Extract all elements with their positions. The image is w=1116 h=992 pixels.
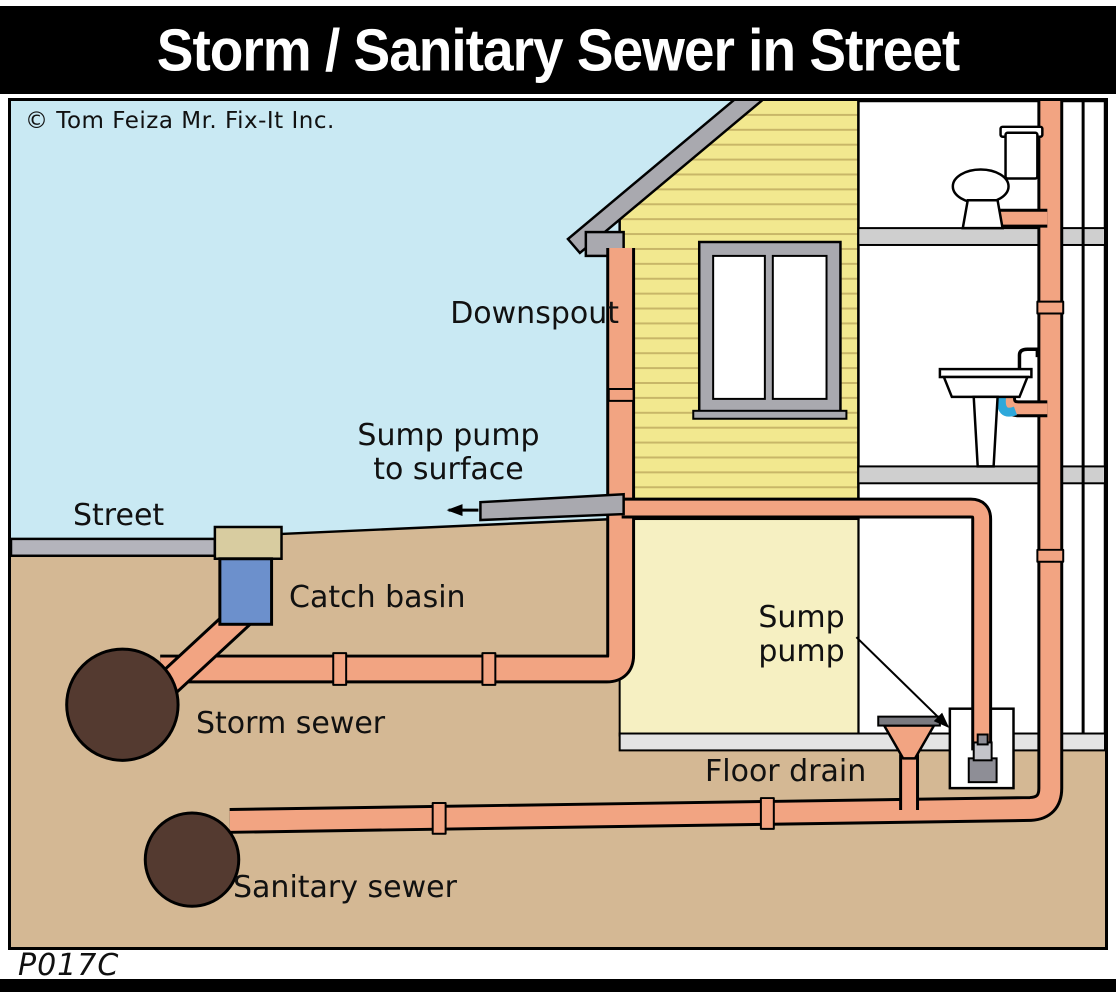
grade-line xyxy=(281,517,615,536)
catch-basin-box xyxy=(218,557,274,626)
sink-pedestal xyxy=(972,395,999,468)
curb-block xyxy=(213,525,283,560)
sump-pump-icon xyxy=(967,733,998,784)
sump-discharge-pipe xyxy=(621,497,993,751)
window xyxy=(692,240,848,420)
catch-basin-label: Catch basin xyxy=(289,580,466,615)
downspout-storm-pipe xyxy=(160,247,636,684)
sump-pump-line1: Sump xyxy=(758,600,845,635)
diagram-frame: © Tom Feiza Mr. Fix-It Inc. Downspout Su… xyxy=(8,98,1108,950)
foundation-wall xyxy=(618,518,860,737)
soil-stack-sanitary-pipe xyxy=(229,101,1064,834)
bottom-bar xyxy=(0,979,1116,992)
pipes xyxy=(152,101,1065,835)
catch-basin-pipe xyxy=(152,603,254,700)
title-bar: Storm / Sanitary Sewer in Street xyxy=(0,6,1116,94)
sanitary-sewer-label: Sanitary sewer xyxy=(233,870,457,905)
floor-drain-grate xyxy=(877,715,941,727)
street-label: Street xyxy=(73,498,165,533)
pipe-couplings xyxy=(332,300,1065,835)
sump-pump-label: Sump pump xyxy=(744,601,859,668)
copyright-notice: © Tom Feiza Mr. Fix-It Inc. xyxy=(25,108,335,134)
downspout-label: Downspout xyxy=(450,296,619,331)
sump-to-surface-label: Sump pump to surface xyxy=(341,419,556,486)
figure-title: Storm / Sanitary Sewer in Street xyxy=(156,16,960,84)
toilet-icon xyxy=(951,125,1044,230)
window-sill xyxy=(692,409,848,420)
storm-sewer-main xyxy=(65,647,180,762)
roof-fascia xyxy=(566,101,764,255)
sump-pump-leader-line xyxy=(855,636,950,728)
sump-to-surface-line1: Sump pump xyxy=(357,418,540,453)
trap-water xyxy=(996,396,1018,417)
figure-code: P017C xyxy=(18,948,120,983)
basement-slab xyxy=(618,732,1105,752)
second-floor-slab xyxy=(857,465,1105,485)
faucet xyxy=(1017,347,1040,370)
surface-outlet-pipe xyxy=(479,492,625,522)
sump-pump-line2: pump xyxy=(758,633,845,669)
sink-icon xyxy=(938,347,1040,468)
sanitary-sewer-main xyxy=(143,811,241,908)
floor-drain-icon xyxy=(877,715,941,760)
street-pavement xyxy=(11,537,217,558)
house xyxy=(566,101,1105,790)
sewer-diagram xyxy=(11,101,1105,947)
storm-sewer-label: Storm sewer xyxy=(196,706,386,741)
sump-to-surface-line2: to surface xyxy=(373,451,524,487)
floor-drain-label: Floor drain xyxy=(705,754,867,789)
top-floor-slab xyxy=(857,227,1105,246)
